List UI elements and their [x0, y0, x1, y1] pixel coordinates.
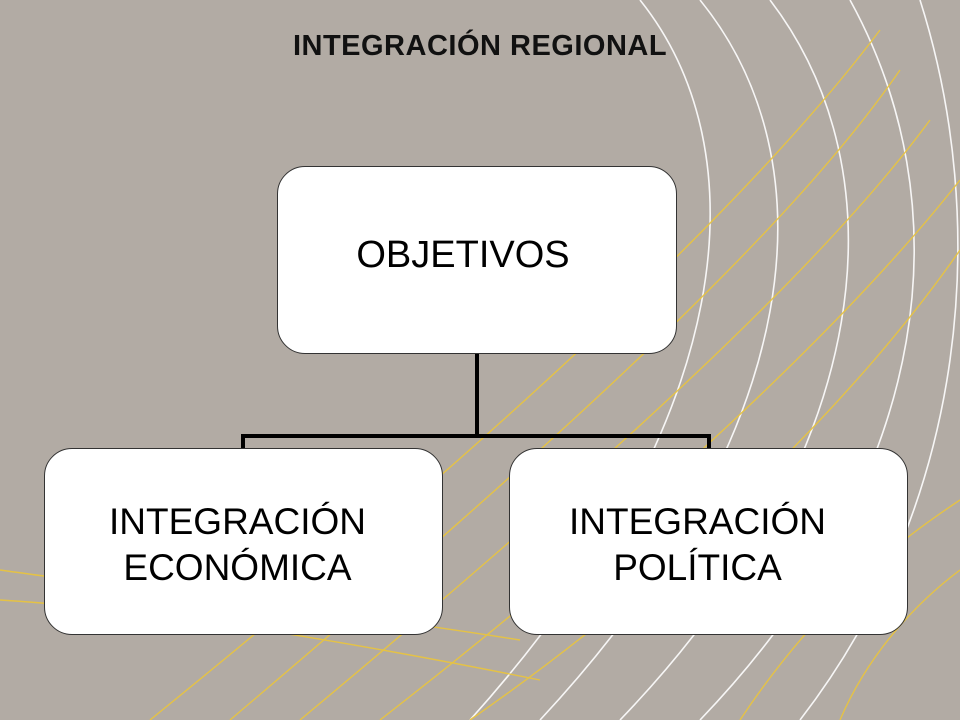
node-integracion-politica-label: INTEGRACIÓN POLÍTICA	[569, 501, 826, 588]
slide-title: INTEGRACIÓN REGIONAL	[292, 30, 668, 62]
node-integracion-economica: INTEGRACIÓN ECONÓMICA	[44, 448, 443, 635]
node-integracion-economica-label: INTEGRACIÓN ECONÓMICA	[109, 501, 366, 588]
node-objetivos-label: OBJETIVOS	[356, 233, 570, 276]
node-integracion-politica: INTEGRACIÓN POLÍTICA	[509, 448, 908, 635]
node-objetivos: OBJETIVOS	[277, 166, 677, 354]
